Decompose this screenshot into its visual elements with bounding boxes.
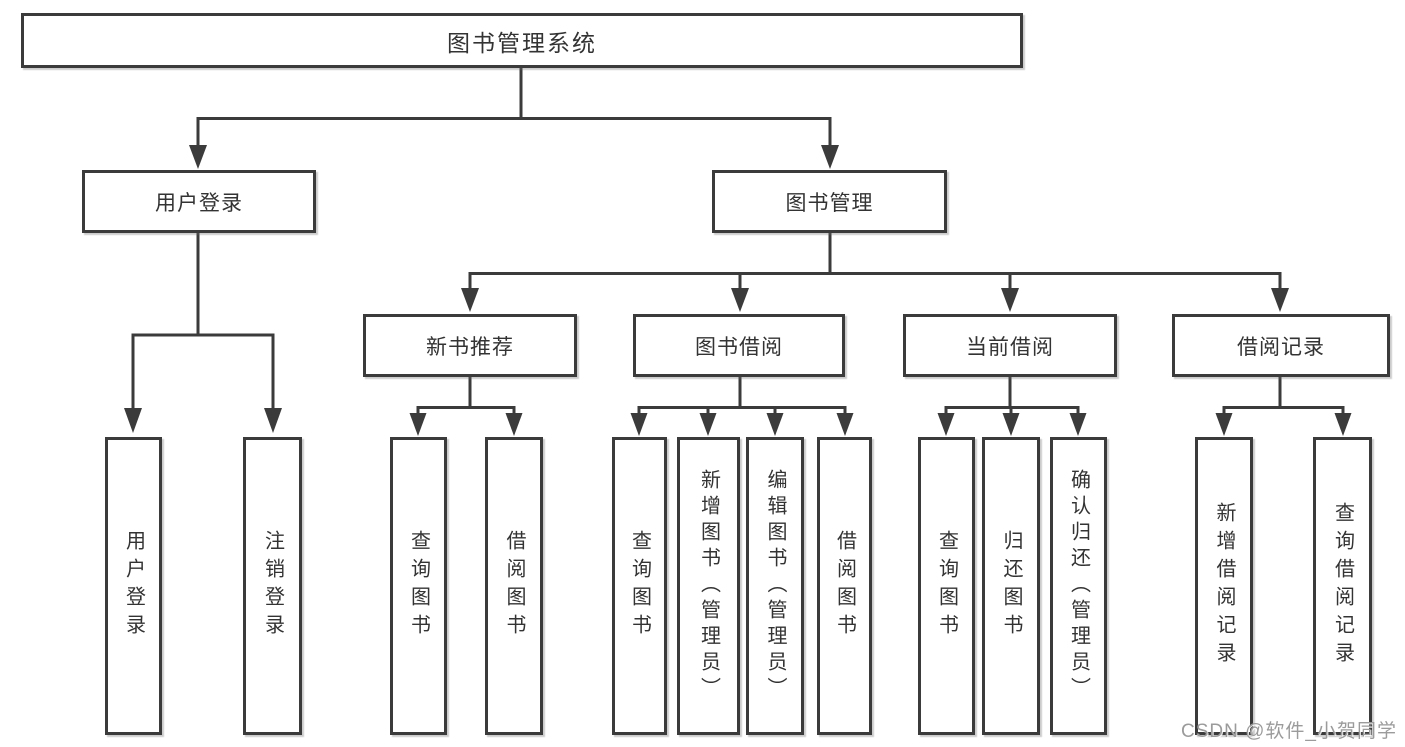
leaf-return-books: 归还图书 [982, 437, 1040, 735]
csdn-watermark: CSDN @软件_小贺同学 [1181, 721, 1397, 742]
node-label: 注销登录 [261, 530, 284, 642]
leaf-user-login: 用户登录 [105, 437, 162, 735]
leaf-logout-login: 注销登录 [243, 437, 302, 735]
node-label: 编辑图书（管理员） [764, 469, 786, 703]
node-label: 用户登录 [155, 191, 243, 215]
node-library-management-system: 图书管理系统 [21, 13, 1023, 68]
node-label: 查询借阅记录 [1331, 502, 1354, 670]
node-borrowing-records: 借阅记录 [1172, 314, 1390, 377]
node-label: 新增借阅记录 [1213, 502, 1235, 670]
node-label: 借阅记录 [1237, 335, 1325, 359]
leaf-add-books-admin: 新增图书（管理员） [677, 437, 740, 735]
node-label: 新增图书（管理员） [697, 469, 720, 703]
node-label: 图书借阅 [695, 335, 783, 359]
node-label: 借阅图书 [833, 530, 856, 642]
node-new-book-recommendation: 新书推荐 [363, 314, 577, 377]
node-label: 借阅图书 [503, 530, 525, 642]
node-label: 当前借阅 [966, 335, 1054, 359]
node-label: 图书管理 [785, 191, 874, 215]
leaf-borrow-books-borrowing: 借阅图书 [817, 437, 872, 735]
node-book-borrowing: 图书借阅 [633, 314, 845, 377]
node-current-borrowing: 当前借阅 [903, 314, 1117, 377]
leaf-add-borrow-record: 新增借阅记录 [1195, 437, 1253, 735]
leaf-query-books-current: 查询图书 [918, 437, 975, 735]
node-label: 归还图书 [1000, 530, 1022, 642]
node-label: 图书管理系统 [447, 29, 597, 56]
leaf-query-books-recommend: 查询图书 [390, 437, 447, 735]
node-label: 用户登录 [122, 530, 145, 642]
node-label: 查询图书 [628, 530, 651, 642]
node-label: 新书推荐 [426, 335, 514, 359]
leaf-query-borrow-record: 查询借阅记录 [1313, 437, 1372, 735]
leaf-edit-books-admin: 编辑图书（管理员） [746, 437, 804, 735]
leaf-borrow-books-recommend: 借阅图书 [485, 437, 543, 735]
node-user-login: 用户登录 [82, 170, 316, 233]
leaf-confirm-return-admin: 确认归还（管理员） [1050, 437, 1107, 735]
node-label: 确认归还（管理员） [1067, 469, 1090, 703]
node-book-management: 图书管理 [712, 170, 947, 233]
leaf-query-books-borrowing: 查询图书 [612, 437, 667, 735]
node-label: 查询图书 [407, 530, 430, 642]
node-label: 查询图书 [935, 530, 958, 642]
